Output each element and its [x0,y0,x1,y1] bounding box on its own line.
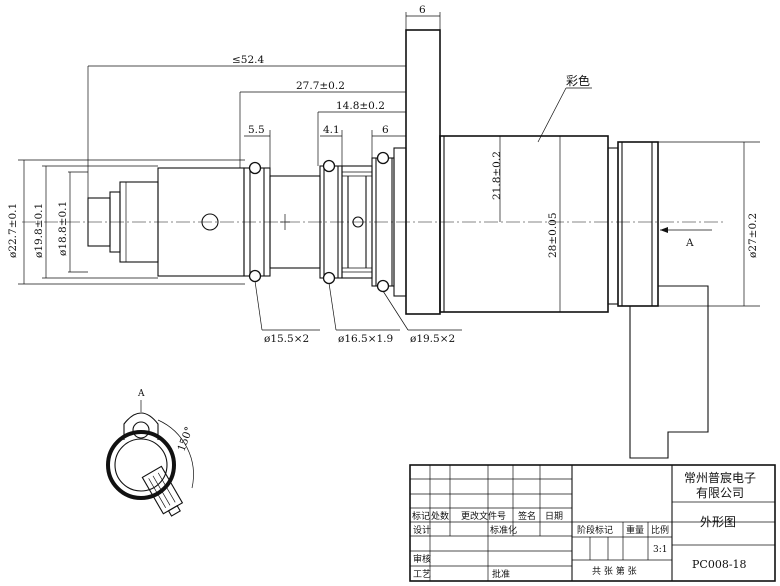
tb-design: 设计 [413,524,431,536]
dim-groove-2: 4.1 [323,124,340,136]
dim-dia-left-3: ø18.8±0.1 [57,201,69,256]
drawing-number: PC008-18 [692,558,747,571]
o-rings [248,151,390,293]
company-name-line1: 常州普宸电子 [684,470,756,485]
left-dimensions: ø22.7±0.1 ø19.8±0.1 ø18.8±0.1 [7,159,245,285]
tb-approve: 批准 [492,568,510,580]
dim-groove-1: 5.5 [248,124,265,136]
tb-scale-header: 比例 [651,524,669,536]
color-note: 彩色 [566,74,590,88]
dim-length-b: 14.8±0.2 [336,100,385,112]
oring-3-label: ø19.5×2 [410,333,455,345]
dim-dia-body-2: 28±0.05 [547,212,559,258]
angle-label: 150° [176,425,196,453]
dim-dia-left-2: ø19.8±0.1 [33,203,45,258]
view-a-label: A [685,237,694,249]
tb-standard: 标准化 [490,524,517,536]
top-dimensions: 6 ≤52.4 27.7±0.2 14.8±0.2 5.5 4.1 6 [87,4,441,198]
tb-sign: 签名 [518,510,536,522]
o-ring-callouts: ø15.5×2 ø16.5×1.9 ø19.5×2 [254,280,462,345]
title-block: 标记 处数 更改文件号 签名 日期 设计 标准化 审核 工艺 批准 阶段标记 重… [409,464,776,582]
oring-2-label: ø16.5×1.9 [338,333,393,345]
main-housing [439,135,609,313]
bracket [629,285,709,459]
dim-groove-3: 6 [382,124,389,136]
dim-flange-thickness: 6 [419,4,426,16]
flange [405,29,441,315]
drawing-title: 外形图 [700,515,736,529]
tb-process: 工艺 [413,569,431,580]
view-a-small-label: A [137,389,145,399]
tb-review: 审核 [413,553,431,565]
company-name-line2: 有限公司 [696,486,744,500]
tb-weight: 重量 [626,524,644,536]
dim-dia-right: ø27±0.2 [747,213,759,258]
tb-change-doc: 更改文件号 [461,510,506,522]
dim-total-length: ≤52.4 [232,54,264,66]
oring-1-label: ø15.5×2 [264,333,309,345]
tb-scale-value: 3:1 [653,545,667,555]
tb-date: 日期 [545,511,563,522]
tb-stage: 阶段标记 [577,524,613,536]
tb-sheet: 共 张 第 张 [592,565,637,577]
dim-dia-left-1: ø22.7±0.1 [7,203,19,258]
tb-count: 处数 [431,510,449,522]
valve-body [87,29,709,459]
dim-dia-body-1: 21.8±0.2 [491,151,503,200]
body-dimensions: 21.8±0.2 28±0.05 彩色 ø27±0.2 A [491,74,760,312]
tb-mark: 标记 [412,510,430,522]
dim-length-a: 27.7±0.2 [296,80,345,92]
end-view: A 150° [106,389,196,517]
